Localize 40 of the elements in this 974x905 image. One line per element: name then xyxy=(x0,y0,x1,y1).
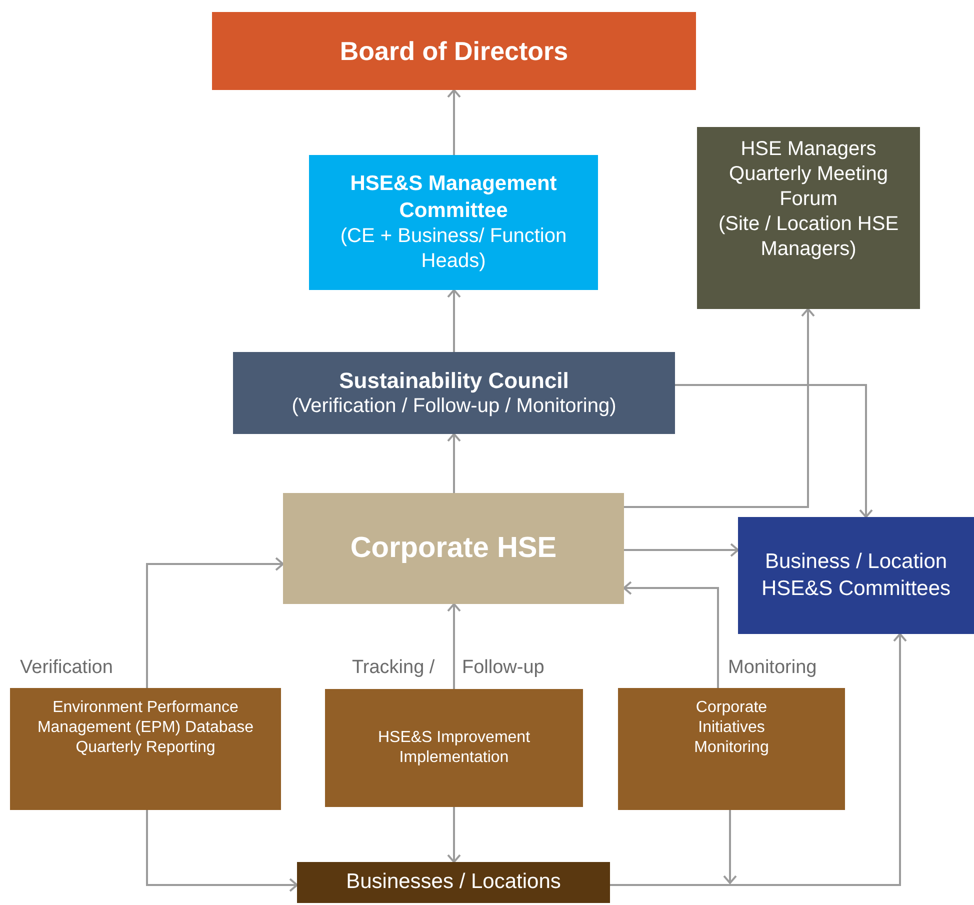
arrow xyxy=(623,581,719,688)
box-text: HSE Managers Quarterly Meeting Forum xyxy=(728,137,889,212)
arrow xyxy=(146,810,298,892)
org-box xyxy=(233,352,675,434)
org-box xyxy=(297,862,610,903)
arrow xyxy=(447,433,461,493)
arrow xyxy=(447,603,461,689)
org-box xyxy=(309,155,598,290)
arrow xyxy=(624,308,815,508)
org-box xyxy=(325,689,583,807)
arrow xyxy=(610,633,907,886)
box-text: Business / Location HSE&S Committees xyxy=(760,549,952,602)
flow-label: Monitoring xyxy=(728,657,817,680)
arrow xyxy=(447,807,461,863)
org-box xyxy=(212,12,696,90)
org-box xyxy=(697,127,920,309)
flow-label: Tracking / xyxy=(352,657,435,680)
org-box xyxy=(283,493,624,604)
box-text: Environment Performance Management (EPM) Database Quarterly Reporting xyxy=(36,698,255,758)
box-text: (CE + Business/ Function Heads) xyxy=(339,224,568,274)
arrow xyxy=(447,89,461,155)
box-text: Corporate Initiatives Monitoring xyxy=(693,698,770,758)
flow-label: Verification xyxy=(20,657,113,680)
box-text: Businesses / Locations xyxy=(346,869,561,896)
arrow xyxy=(624,543,739,557)
org-box xyxy=(10,688,281,810)
box-text: (Site / Location HSE Managers) xyxy=(717,212,900,262)
box-text: HSE&S Improvement Implementation xyxy=(376,728,532,768)
arrow xyxy=(146,557,284,688)
arrow xyxy=(447,289,461,352)
flow-label: Follow-up xyxy=(462,657,544,680)
box-text: Sustainability Council xyxy=(339,366,569,394)
box-text: HSE&S Management Committee xyxy=(349,171,558,224)
box-text: (Verification / Follow-up / Monitoring) xyxy=(292,394,616,420)
arrow xyxy=(675,384,873,518)
org-box xyxy=(618,688,845,810)
arrow xyxy=(723,810,737,884)
org-box xyxy=(738,517,974,634)
box-text: Board of Directors xyxy=(340,34,568,68)
box-text: Corporate HSE xyxy=(350,531,557,566)
